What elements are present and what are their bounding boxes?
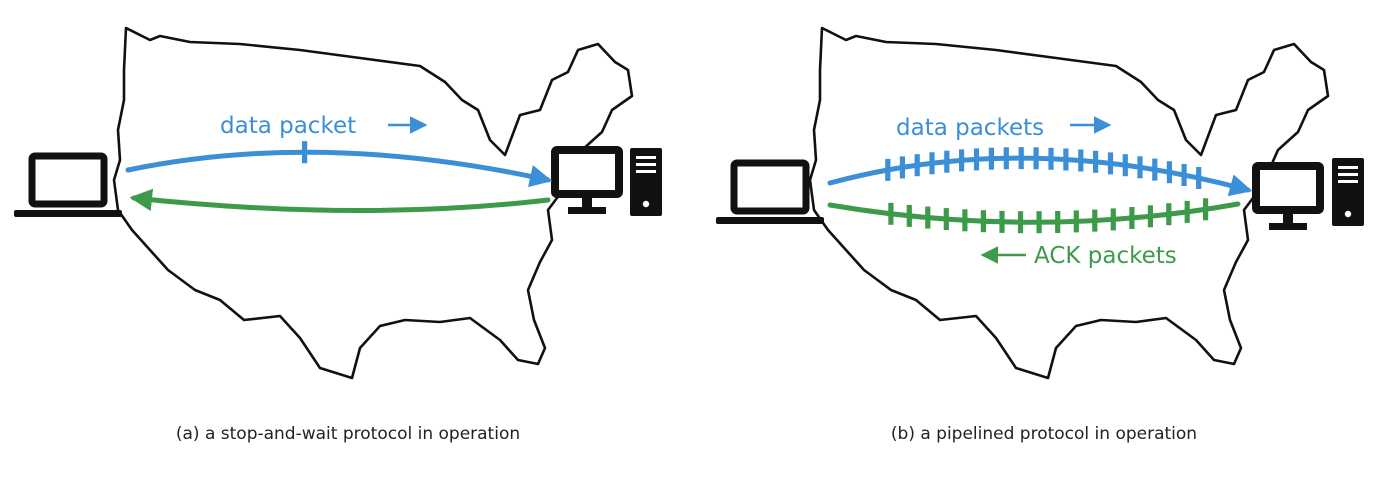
diagram-stop-and-wait: data packet [14, 26, 662, 380]
panel-stop-and-wait: data packet (a) a stop-and-wait protocol… [14, 26, 662, 444]
data-packet [959, 149, 965, 172]
ack-packet [1110, 208, 1116, 231]
data-packet [1166, 161, 1172, 184]
ack-packet [1203, 198, 1209, 221]
ack-arrow [827, 201, 1241, 225]
ack-packet [943, 208, 949, 231]
data-packet [1048, 147, 1054, 170]
us-map-outline [112, 26, 634, 380]
data-packets [885, 147, 1202, 189]
ack-packet [925, 206, 931, 229]
data-packet [1018, 147, 1024, 170]
data-packet [1033, 147, 1039, 170]
data-packet [1181, 164, 1187, 186]
ack-packet [1073, 210, 1079, 233]
data-packet [988, 147, 994, 170]
data-packet [1137, 156, 1143, 179]
data-packet [973, 148, 980, 171]
ack-packet [888, 202, 894, 225]
ack-packets-label: ACK packets [1034, 243, 1177, 269]
data-packet [1093, 150, 1099, 173]
data-packet [914, 154, 920, 177]
data-packet [1107, 152, 1114, 175]
desktop-computer-icon [551, 146, 662, 216]
us-map-outline [808, 26, 1330, 380]
desktop-computer-icon [1252, 158, 1364, 230]
data-packet [944, 150, 950, 173]
ack-packet [1092, 209, 1098, 232]
ack-packet [1036, 211, 1042, 234]
data-packet [1152, 158, 1158, 181]
data-packets-label: data packets [896, 115, 1044, 141]
ack-packet [999, 210, 1005, 233]
ack-packet [1017, 211, 1024, 234]
data-packet [1063, 148, 1069, 171]
ack-packet [1184, 200, 1190, 223]
caption-b: (b) a pipelined protocol in operation [890, 424, 1198, 444]
data-arrow [125, 149, 553, 188]
ack-packet [980, 210, 986, 233]
laptop-icon [14, 152, 122, 217]
ack-packet [1147, 205, 1153, 228]
ack-arrow [129, 188, 551, 214]
ack-packet [906, 204, 912, 227]
data-arrow [827, 155, 1253, 197]
data-packet [929, 152, 935, 175]
data-packet [1078, 149, 1084, 172]
data-packet [899, 156, 905, 179]
ack-packet [1166, 203, 1172, 226]
data-packet [1122, 154, 1128, 177]
panel-pipelined: data packets ACK packets (b) a pipelined… [696, 0, 1392, 480]
laptop-icon [716, 159, 824, 224]
diagram-pipelined: data packets ACK packets [716, 26, 1364, 380]
ack-packet [962, 209, 968, 232]
data-packet [302, 141, 308, 164]
data-packet [1196, 167, 1202, 189]
ack-packet [1055, 211, 1061, 233]
ack-packets [888, 198, 1209, 234]
data-packet [1003, 147, 1009, 170]
ack-packet [1129, 207, 1135, 229]
data-packets [302, 141, 308, 164]
data-packet [885, 158, 891, 181]
data-packet-label: data packet [220, 113, 356, 139]
caption-a: (a) a stop-and-wait protocol in operatio… [175, 424, 521, 444]
